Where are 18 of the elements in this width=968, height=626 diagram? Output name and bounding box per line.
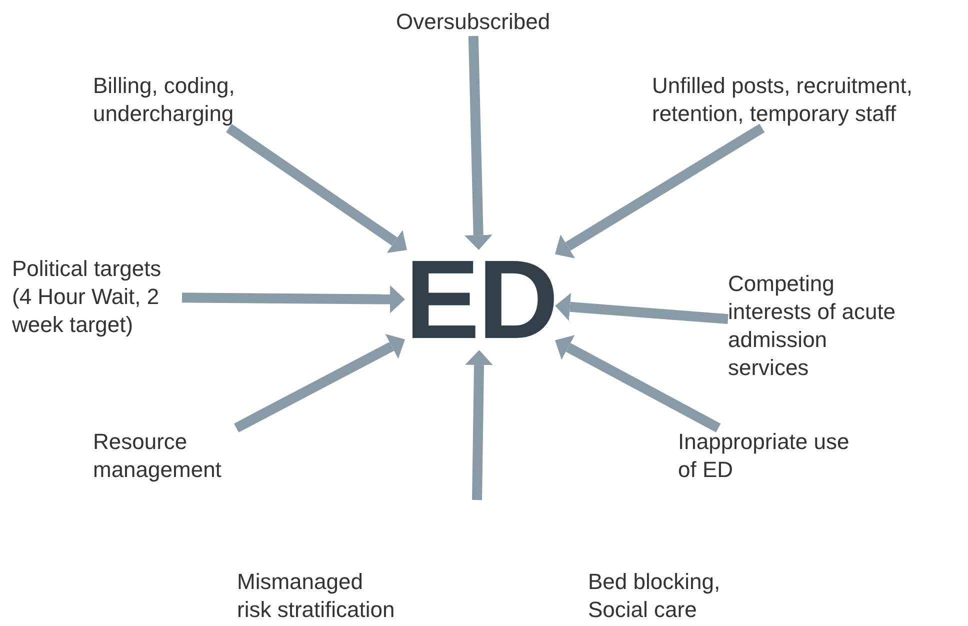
center-label: ED [405, 250, 555, 350]
cause-label: Resource management [93, 428, 222, 484]
cause-label: Unfilled posts, recruitment, retention, temporary staff [652, 72, 914, 128]
cause-label: Competing interests of acute admission services [728, 270, 897, 382]
arrow [555, 335, 721, 432]
cause-label: Oversubscribed [396, 8, 550, 36]
arrow [465, 350, 494, 500]
cause-label: Inappropriate use of ED [678, 428, 850, 484]
arrow [234, 334, 405, 432]
arrow [555, 292, 728, 324]
cause-label: Billing, coding, undercharging [93, 72, 236, 128]
arrow [464, 36, 492, 250]
arrow [555, 124, 765, 258]
cause-label: Political targets (4 Hour Wait, 2 week target) [12, 255, 162, 339]
cause-label: Bed blocking, Social care [588, 568, 722, 624]
cause-label: Mismanaged risk stratification [237, 568, 396, 624]
arrow [182, 285, 405, 314]
arrow [226, 124, 407, 254]
